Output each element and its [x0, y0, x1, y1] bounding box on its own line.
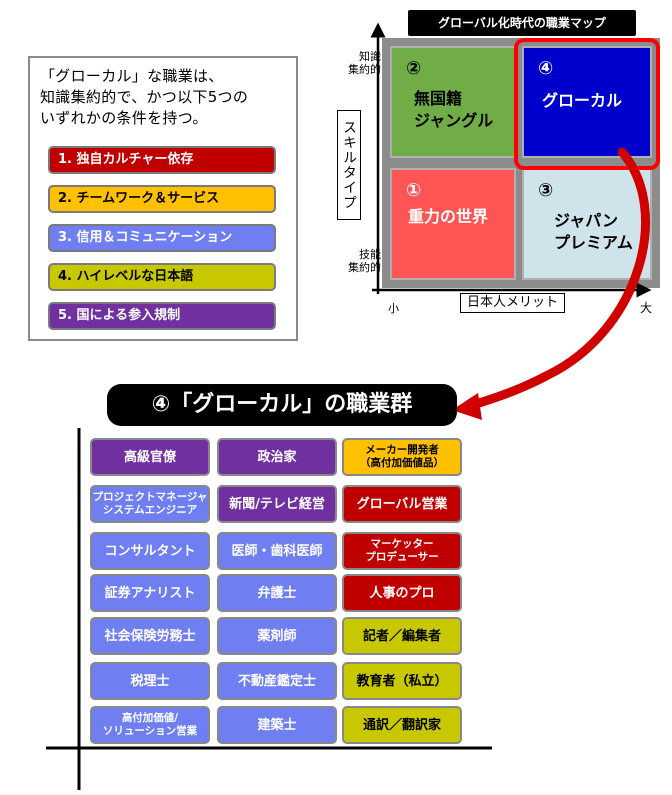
- quadrant-1-label: 重力の世界: [408, 207, 489, 226]
- job-item: 弁護士: [217, 574, 337, 612]
- job-item: 税理士: [90, 662, 210, 700]
- condition-item: 5. 国による参入規制: [48, 302, 276, 330]
- quadrant-4-number: ④: [538, 58, 554, 79]
- job-item: 記者／編集者: [342, 617, 462, 655]
- condition-item: 2. チームワーク＆サービス: [48, 185, 276, 213]
- conditions-panel: 「グローカル」な職業は、 知識集約的で、かつ以下5つの いずれかの条件を持つ。 …: [28, 56, 298, 341]
- job-item: マーケッター プロデューサー: [342, 532, 462, 570]
- map-grid: ② 無国籍 ジャングル ④ グローカル ① 重力の世界 ③ ジャパン プレミアム: [382, 38, 660, 288]
- job-item: グローバル営業: [342, 485, 462, 523]
- job-item: 政治家: [217, 438, 337, 476]
- glocal-highlight: [514, 38, 660, 170]
- group-title: ④「グローカル」の職業群: [107, 384, 457, 426]
- condition-item: 3. 信用＆コミュニケーション: [48, 224, 276, 252]
- job-item: 医師・歯科医師: [217, 532, 337, 570]
- job-item: 教育者（私立）: [342, 662, 462, 700]
- job-item: 建築士: [217, 706, 337, 744]
- map-title: グローバル化時代の職業マップ: [408, 10, 636, 36]
- y-axis-label: スキルタイプ: [337, 110, 361, 220]
- quadrant-3-number: ③: [538, 180, 554, 201]
- quadrant-2-label: 無国籍 ジャングル: [414, 89, 494, 130]
- job-item: メーカー開発者 （高付加価値品）: [342, 438, 462, 476]
- quadrant-2-number: ②: [406, 58, 422, 79]
- job-item: コンサルタント: [90, 532, 210, 570]
- conditions-intro: 「グローカル」な職業は、 知識集約的で、かつ以下5つの いずれかの条件を持つ。: [40, 67, 249, 127]
- quadrant-4: ④ グローカル: [522, 46, 652, 158]
- job-item: 証券アナリスト: [90, 574, 210, 612]
- x-right-label: 大: [640, 301, 653, 315]
- quadrant-1: ① 重力の世界: [390, 168, 516, 280]
- job-item: 社会保険労務士: [90, 617, 210, 655]
- job-item: 不動産鑑定士: [217, 662, 337, 700]
- x-axis-label: 日本人メリット: [460, 293, 565, 313]
- condition-item: 4. ハイレベルな日本語: [48, 263, 276, 291]
- job-item: 高付加価値/ ソリューション営業: [90, 706, 210, 744]
- job-item: 高級官僚: [90, 438, 210, 476]
- quadrant-3-label: ジャパン プレミアム: [554, 211, 633, 252]
- job-item: 新聞/テレビ経営: [217, 485, 337, 523]
- job-item: 薬剤師: [217, 617, 337, 655]
- job-item: プロジェクトマネージャ システムエンジニア: [90, 485, 210, 523]
- job-item: 人事のプロ: [342, 574, 462, 612]
- x-left-label: 小: [388, 302, 399, 315]
- curved-arrow-head: [452, 393, 482, 420]
- quadrant-1-number: ①: [406, 180, 422, 201]
- curved-arrow-body: [465, 147, 650, 411]
- y-bottom-label: 技能 集約的: [348, 248, 381, 274]
- job-item: 通訳／翻訳家: [342, 706, 462, 744]
- condition-item: 1. 独自カルチャー依存: [48, 146, 276, 174]
- y-top-label: 知識 集約的: [348, 50, 381, 76]
- quadrant-4-label: グローカル: [542, 91, 623, 110]
